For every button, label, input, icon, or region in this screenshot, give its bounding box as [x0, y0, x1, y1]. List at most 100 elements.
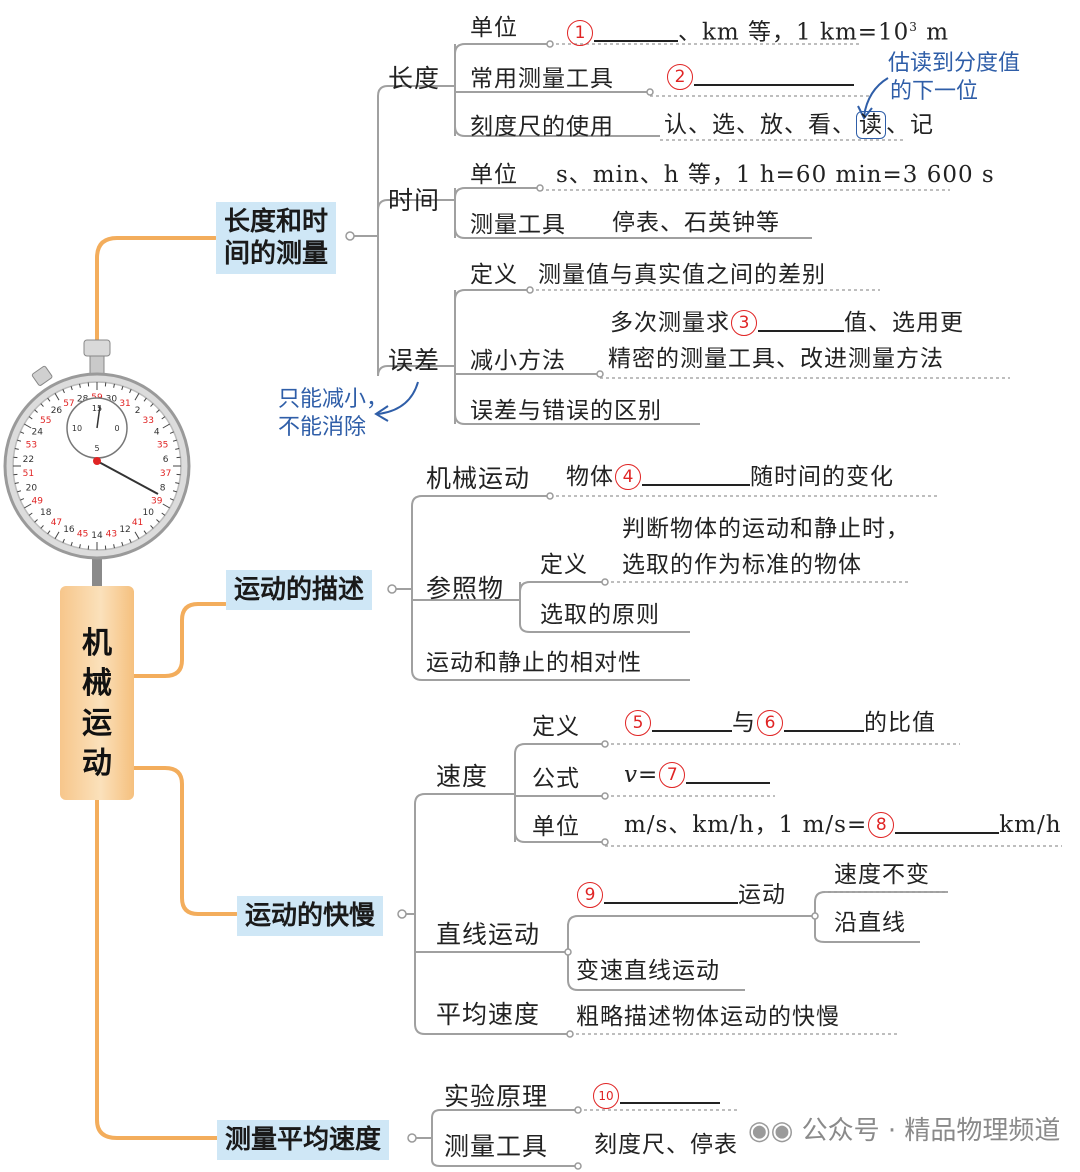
- stopwatch-tick: [14, 482, 19, 484]
- stopwatch-tick: [70, 541, 73, 547]
- speed-unit-a: m/s、km/h，1 m/s=: [624, 812, 868, 838]
- node-measuring-tools: 测量工具: [444, 1132, 549, 1161]
- measuring-tools-text: 刻度尺、停表: [594, 1132, 738, 1158]
- central-topic-box: [60, 586, 134, 800]
- note-estimate-reading: 估读到分度值 的下一位: [888, 50, 1020, 106]
- stopwatch-tick: [156, 519, 160, 523]
- node-speed: 速度: [436, 762, 489, 791]
- stopwatch-tick: [143, 397, 147, 402]
- node-time: 时间: [388, 186, 441, 215]
- stopwatch-outer-label: 20: [26, 483, 38, 493]
- marker-5: 5: [625, 710, 651, 736]
- category-average-speed: 测量平均速度: [217, 1120, 390, 1160]
- stopwatch-tick: [20, 498, 25, 501]
- stopwatch-tick: [54, 531, 60, 539]
- stopwatch-tick: [47, 530, 51, 535]
- answer-blank-5: [652, 710, 732, 732]
- stopwatch-outer-label: 43: [106, 529, 117, 539]
- stopwatch-tick: [129, 538, 132, 543]
- stopwatch-outer-label: 55: [40, 416, 51, 426]
- stopwatch-tick: [16, 490, 22, 493]
- stopwatch-tick: [150, 403, 154, 407]
- stopwatch-tick: [24, 423, 32, 429]
- speed-formula-label: 公式: [532, 766, 580, 792]
- stopwatch-outer-label: 53: [26, 441, 37, 451]
- marker-7: 7: [659, 762, 686, 788]
- node-error: 误差: [388, 346, 441, 375]
- relativity-of-motion: 运动和静止的相对性: [426, 650, 642, 676]
- stopwatch-tick: [62, 389, 65, 394]
- marker-8: 8: [868, 812, 895, 838]
- category-motion-description: 运动的描述: [226, 570, 373, 610]
- answer-blank-7: [686, 762, 771, 784]
- ref-def-line1: 判断物体的运动和静止时，: [622, 516, 910, 542]
- stopwatch-outer-label: 18: [40, 508, 52, 518]
- stopwatch-outer-label: 8: [160, 483, 166, 493]
- marker-4: 4: [615, 464, 641, 490]
- category-length-time-line2: 间的测量: [224, 239, 329, 269]
- stopwatch-tick: [62, 538, 65, 543]
- stopwatch-outer-label: 57: [63, 399, 74, 409]
- stopwatch-outer-label: 14: [91, 531, 103, 541]
- note-error-only-reduce: 只能减小， 不能消除: [278, 386, 388, 442]
- time-tool-text: 停表、石英钟等: [612, 210, 780, 236]
- stopwatch-tick: [40, 525, 44, 529]
- stopwatch-outer-label: 33: [143, 416, 154, 426]
- error-reduce-b: 值、选用更: [844, 310, 964, 336]
- ref-choose-rule: 选取的原则: [540, 602, 660, 628]
- stopwatch-outer-label: 10: [143, 508, 155, 518]
- stopwatch-outer-label: 16: [63, 525, 75, 535]
- speed-unchanged: 速度不变: [834, 862, 930, 888]
- length-tool-answer: 2: [666, 62, 854, 92]
- node-linear-motion: 直线运动: [436, 920, 541, 949]
- stopwatch-tick: [14, 448, 19, 450]
- stopwatch-tick: [34, 409, 38, 413]
- stopwatch-tick: [129, 389, 132, 394]
- stopwatch-tick: [28, 416, 33, 420]
- central-char-3: 运: [82, 706, 112, 741]
- stopwatch-inner-label: 15: [92, 404, 102, 413]
- stopwatch-tick: [156, 409, 160, 413]
- stopwatch-tick: [161, 416, 166, 420]
- length-unit-text-b: m: [917, 19, 950, 46]
- central-char-4: 动: [82, 746, 112, 781]
- stopwatch-tick: [169, 498, 174, 501]
- stopwatch-outer-label: 37: [160, 469, 171, 479]
- speed-def-end: 的比值: [864, 710, 936, 736]
- error-vs-mistake: 误差与错误的区别: [470, 398, 662, 424]
- ruler-steps-a: 认、选、放、看、: [664, 112, 856, 138]
- stopwatch-tick: [54, 393, 60, 401]
- stopwatch-tick: [169, 431, 174, 434]
- stopwatch-tick: [172, 439, 178, 442]
- answer-blank-9: [604, 882, 738, 904]
- stopwatch-tick: [16, 439, 22, 442]
- stopwatch-outer-label: 51: [23, 469, 34, 479]
- ruler-steps-b: 、记: [886, 112, 934, 138]
- marker-2: 2: [667, 64, 693, 90]
- mech-motion-b: 随时间的变化: [750, 464, 894, 490]
- stopwatch-outer-label: 12: [119, 525, 130, 535]
- stopwatch-tick: [134, 531, 140, 539]
- marker-9: 9: [577, 882, 603, 908]
- answer-blank-4: [642, 464, 750, 486]
- error-reduce-label: 减小方法: [470, 348, 566, 374]
- central-char-1: 机: [82, 626, 112, 661]
- stopwatch-tick: [172, 490, 178, 493]
- stopwatch-inner-label: 5: [94, 444, 99, 453]
- stopwatch-outer-label: 6: [163, 455, 169, 465]
- length-unit-sup: 3: [909, 20, 918, 34]
- time-unit-label: 单位: [470, 162, 518, 188]
- speed-unit-end: km/h: [999, 812, 1062, 838]
- stopwatch-inner-label: 0: [114, 424, 119, 433]
- stopwatch-icon: 5930312334356378391041124314451647184920…: [3, 339, 191, 588]
- stopwatch-tick: [79, 383, 81, 388]
- answer-blank-2: [694, 64, 854, 86]
- stopwatch-tick: [34, 519, 38, 523]
- ruler-use-steps: 认、选、放、看、读、记: [664, 110, 934, 140]
- stopwatch-tick: [79, 544, 81, 549]
- stopwatch-outer-label: 45: [77, 529, 88, 539]
